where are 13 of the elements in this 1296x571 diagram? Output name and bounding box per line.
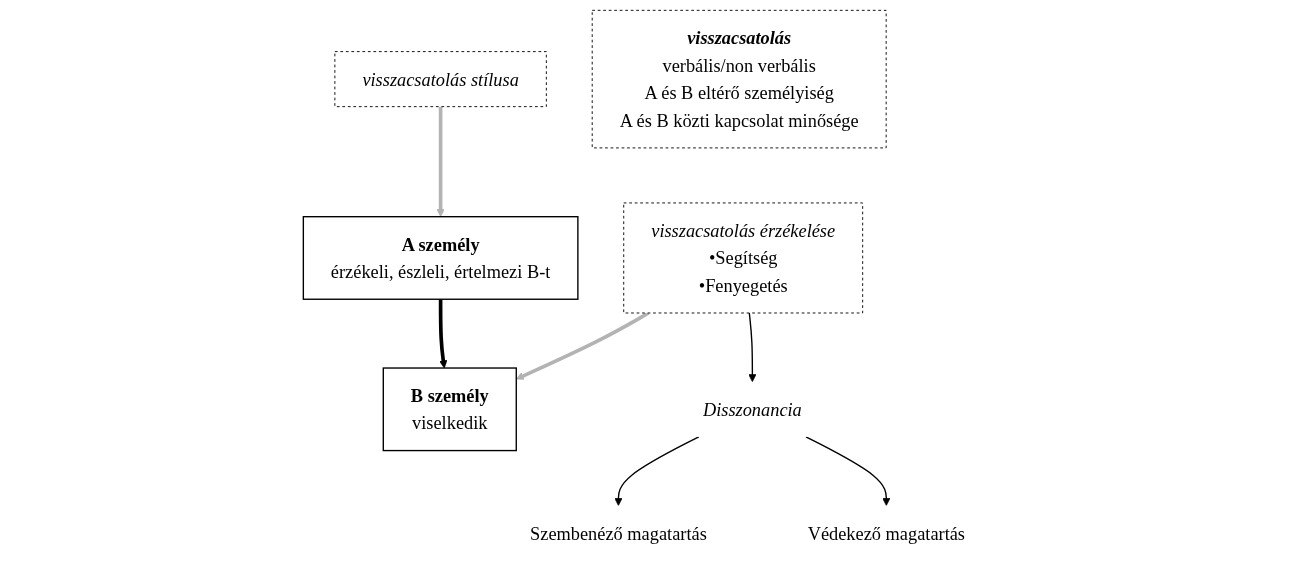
- arrow: [805, 436, 891, 506]
- arrow: [436, 106, 445, 218]
- node-box: visszacsatolás verbális/non verbális A és B eltérő személyiség A és B közti kapcsolat minősége: [591, 9, 887, 149]
- node-text: Védekező magatartás: [807, 523, 966, 544]
- node-text: Szembenéző magatartás: [530, 523, 707, 544]
- node-box: A személy érzékeli, észleli, értelmezi B-t: [302, 216, 579, 300]
- node-text: Disszonancia: [703, 399, 802, 420]
- arrow: [438, 299, 448, 369]
- node-box: visszacsatolás stílusa: [334, 51, 547, 108]
- node-box: visszacsatolás érzékelése •Segítség •Fenyegetés: [623, 202, 864, 314]
- node-box: B személy viselkedik: [382, 367, 518, 452]
- arrow: [748, 312, 757, 383]
- arrow: [614, 436, 700, 506]
